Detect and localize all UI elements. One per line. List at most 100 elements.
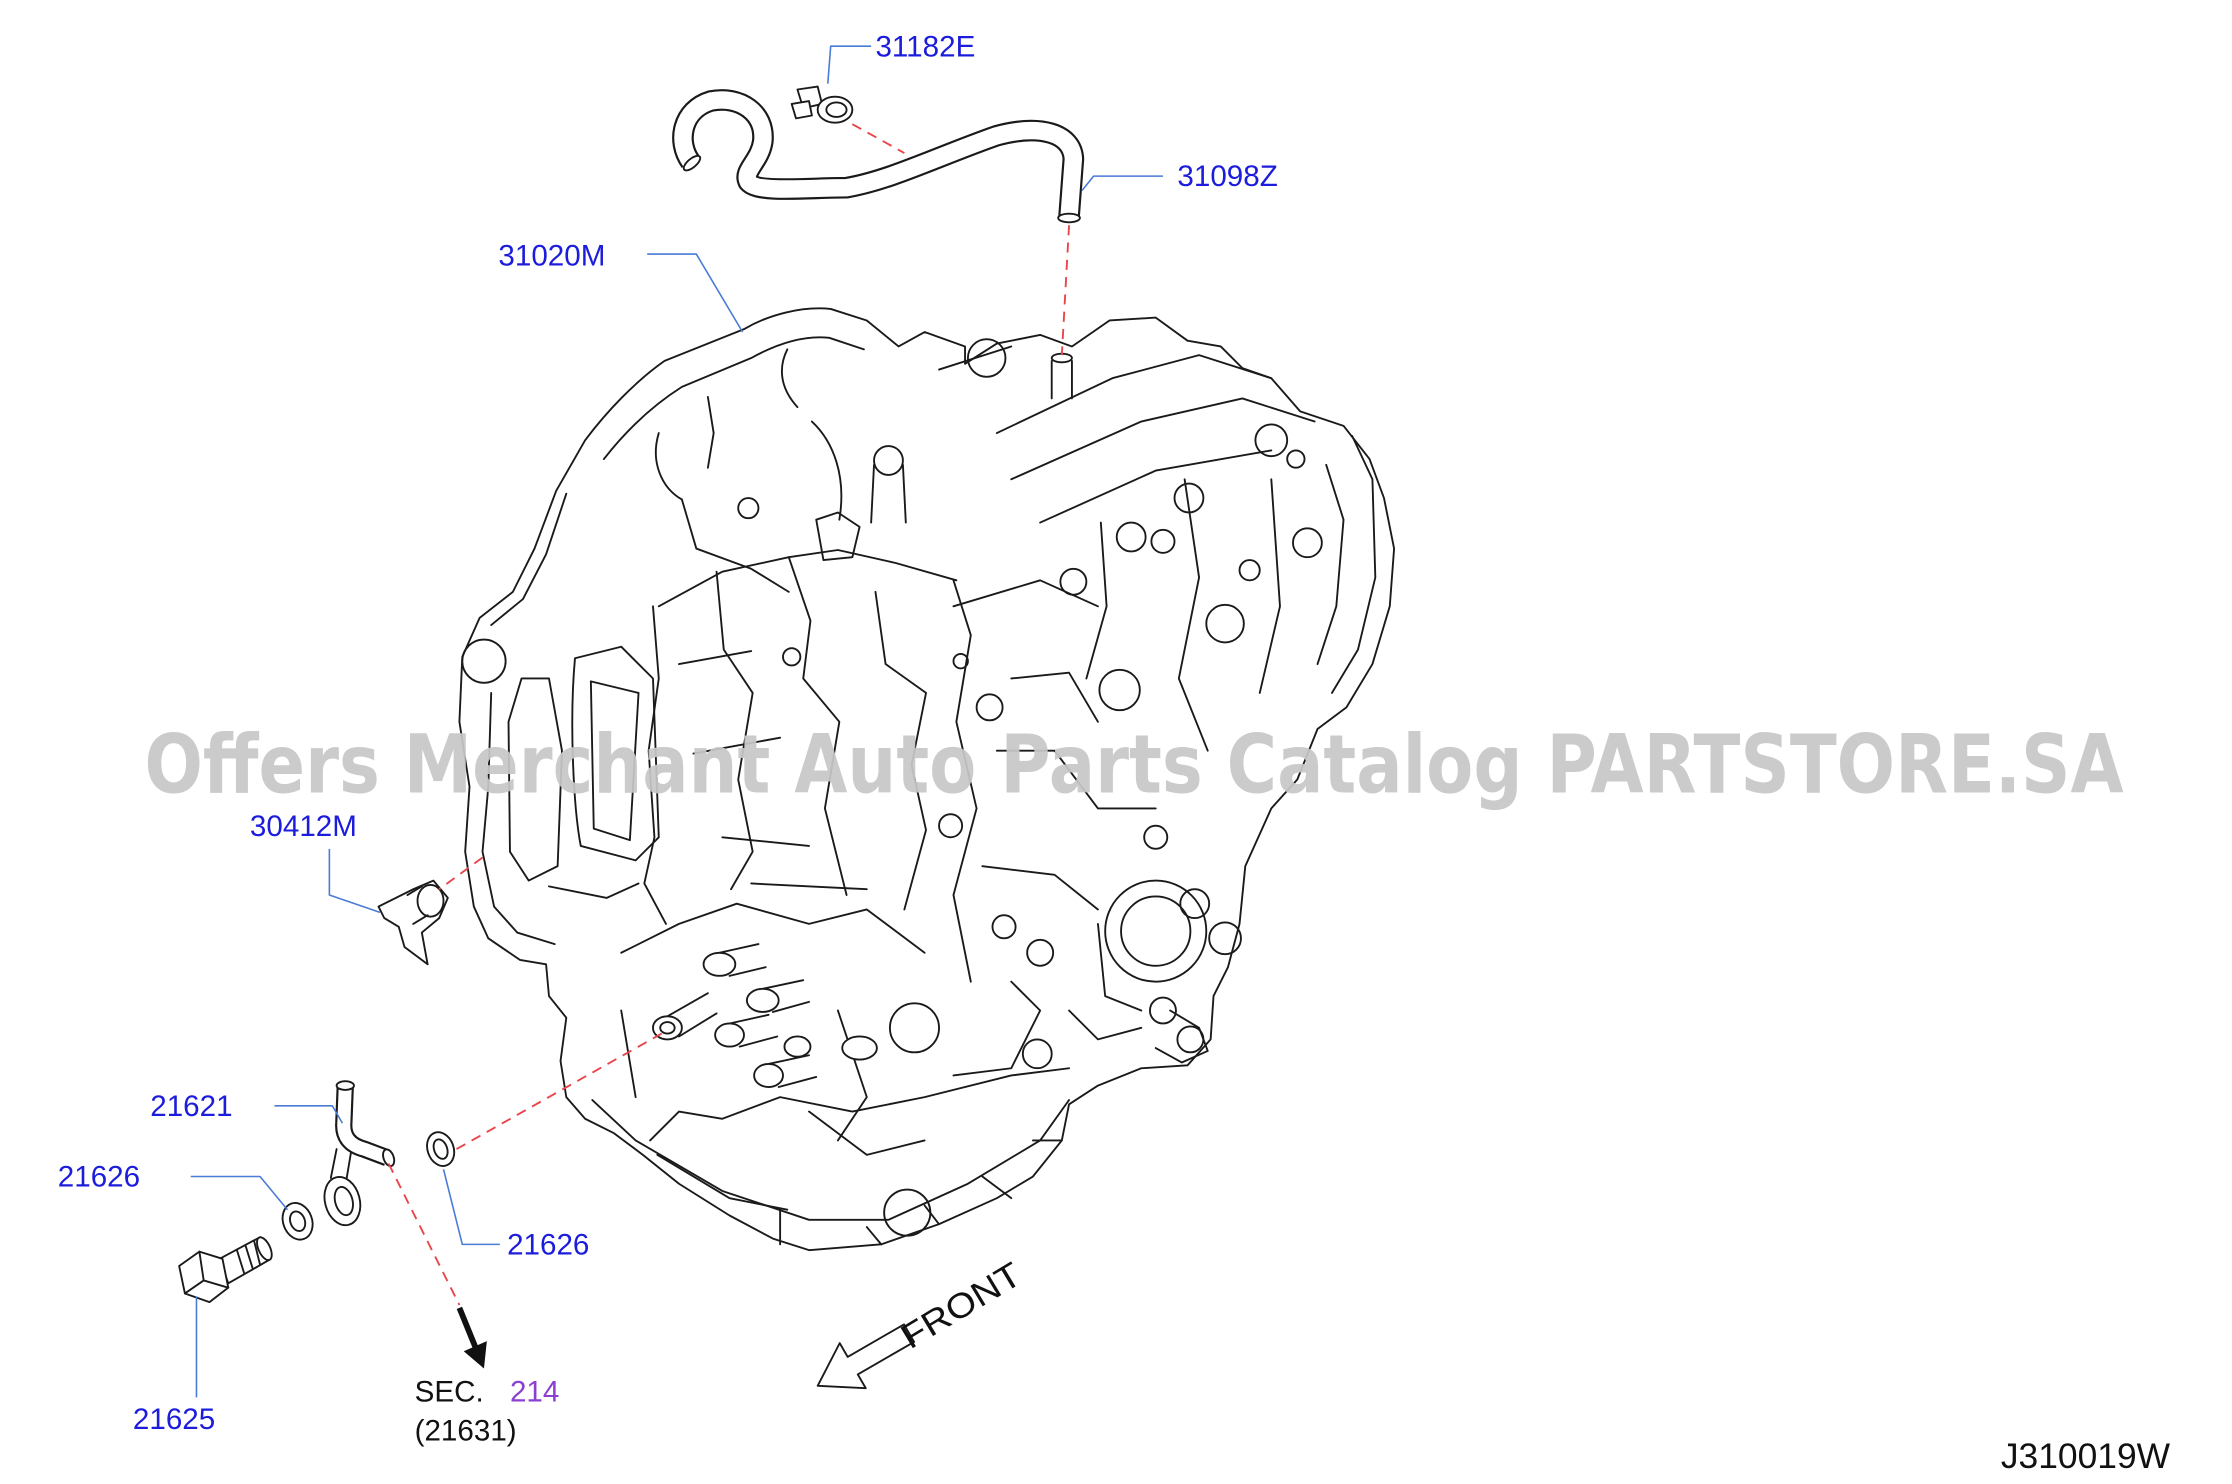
breather-hose[interactable] (672, 89, 1085, 224)
housing-detail-line (1258, 478, 1281, 694)
hose-clamp[interactable] (790, 85, 854, 124)
housing-detail-line (995, 749, 1157, 810)
housing-port (659, 1021, 676, 1035)
leader-lines (190, 45, 1163, 1398)
housing-detail-line (1085, 521, 1108, 680)
housing-boss (1115, 521, 1147, 553)
housing-boss (1292, 527, 1323, 559)
housing-boss (1208, 921, 1242, 956)
housing-detail-line (995, 354, 1273, 435)
housing-detail-line (1316, 463, 1345, 665)
housing-detail-line (808, 1110, 926, 1156)
housing-detail-line (649, 1067, 1070, 1142)
housing-boss (1254, 423, 1289, 458)
leader-21626-left (190, 1175, 289, 1211)
bolt-shank-end (256, 1236, 273, 1262)
hose-clamp-tab (790, 100, 813, 120)
callout-31020m[interactable]: 31020M (498, 240, 605, 273)
housing-boss (1238, 559, 1261, 582)
housing-detail-line (591, 1099, 1070, 1221)
housing-detail-line (507, 677, 563, 882)
housing-boss (737, 497, 760, 520)
housing-detail-line (787, 556, 848, 896)
housing-detail-line (1050, 359, 1073, 400)
housing-boss (888, 1002, 940, 1054)
housing-detail-line (810, 420, 843, 521)
housing-boss (991, 914, 1017, 940)
washer-hole (289, 1210, 307, 1233)
housing-port (841, 1035, 878, 1061)
housing-detail-line (718, 943, 767, 977)
housing-detail-line (692, 736, 782, 755)
transmission-housing-outline (458, 307, 1396, 1252)
section-arrow-head (463, 1341, 487, 1369)
callout-31182e[interactable]: 31182E (875, 30, 975, 63)
housing-detail-line (761, 979, 810, 1013)
housing-detail-line (870, 463, 907, 524)
housing-detail-line (952, 980, 1042, 1077)
hose-clamp-bore (825, 101, 848, 118)
housing-port (753, 1062, 784, 1088)
breather-hose-end (1057, 212, 1081, 224)
housing-detail-line (1039, 449, 1273, 524)
copper-washer[interactable] (422, 1128, 458, 1169)
housing-boss (1149, 996, 1177, 1025)
figure-code: J310019W (2001, 1437, 2171, 1476)
housing-detail-line (874, 590, 927, 911)
assembly-guides (387, 123, 1070, 1306)
transmission-assembly[interactable] (458, 307, 1396, 1252)
section-reference: SEC. 214 (21631) (415, 1376, 560, 1448)
leader-30412m (328, 848, 381, 914)
callout-21626-left[interactable]: 21626 (58, 1161, 140, 1194)
housing-detail-line (1097, 922, 1143, 1012)
connector-bolt[interactable] (178, 1235, 275, 1304)
leader-31182e (826, 45, 872, 84)
housing-boss (1021, 1038, 1053, 1070)
leader-21621 (274, 1104, 344, 1124)
sensor-body (416, 883, 445, 918)
callout-21626-right[interactable]: 21626 (507, 1228, 589, 1261)
housing-boss (883, 1188, 932, 1237)
section-part-number: (21631) (415, 1415, 517, 1448)
callout-21621[interactable]: 21621 (150, 1090, 232, 1123)
cooler-pipe-core (337, 1085, 390, 1164)
housing-boss (966, 338, 1007, 378)
section-link-214[interactable]: 214 (510, 1376, 559, 1409)
bolt-thread (235, 1240, 261, 1275)
housing-detail-line (666, 992, 718, 1038)
housing-detail-line (1154, 1009, 1209, 1064)
callout-21625[interactable]: 21625 (133, 1403, 215, 1436)
housing-detail-line (678, 650, 753, 665)
guide-pipe-to-section (387, 1163, 461, 1306)
callout-30412m[interactable]: 30412M (250, 810, 357, 843)
housing-port (745, 987, 780, 1013)
revolution-sensor[interactable] (377, 879, 449, 966)
housing-detail-line (656, 1153, 789, 1211)
housing-detail-line (589, 680, 640, 842)
housing-boss (952, 653, 969, 670)
cooler-pipe[interactable] (319, 1080, 396, 1229)
guide-washer-to-port (456, 1032, 663, 1150)
front-direction-indicator: FRONT (816, 1256, 1028, 1390)
guide-hose-to-breather (1060, 225, 1070, 356)
housing-detail-line (1068, 1009, 1143, 1041)
housing-detail-line (602, 336, 865, 460)
housing-boss (1286, 449, 1306, 469)
housing-boss (938, 813, 964, 839)
copper-washer[interactable] (278, 1199, 318, 1244)
washer-hole (432, 1138, 449, 1160)
housing-boss (1150, 528, 1176, 554)
housing-boss (1026, 938, 1055, 967)
leader-31020m (647, 253, 744, 333)
watermark: Offers Merchant Auto Parts Catalog PARTS… (144, 719, 2124, 813)
housing-detail-line (620, 1009, 637, 1099)
banjo-fitting-bore (333, 1185, 354, 1217)
housing-detail-line (706, 396, 715, 469)
sensor-body-line (406, 885, 429, 925)
bolt-head-edge (183, 1250, 230, 1295)
housing-detail-line (571, 645, 660, 862)
housing-boss (1098, 668, 1141, 712)
callout-31098z[interactable]: 31098Z (1177, 160, 1277, 193)
section-arrow-shaft (456, 1306, 478, 1348)
